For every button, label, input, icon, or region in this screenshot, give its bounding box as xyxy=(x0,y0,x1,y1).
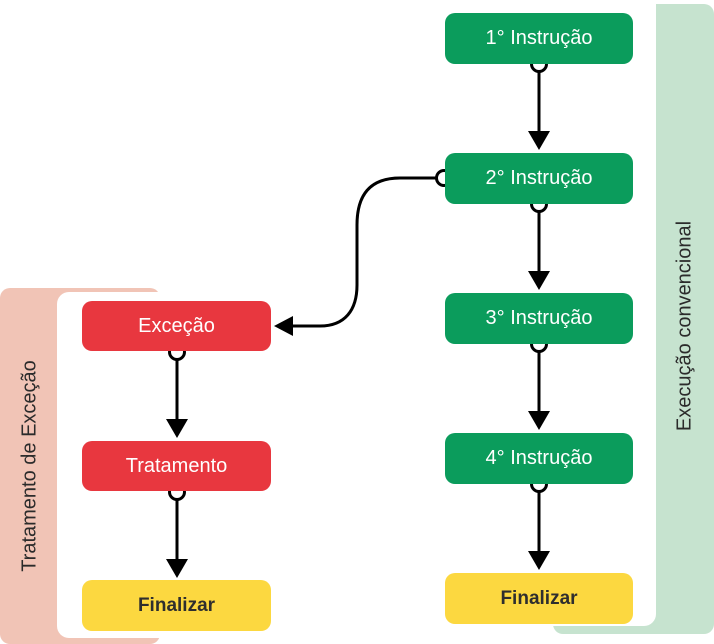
node-instruction-1: 1° Instrução xyxy=(445,13,633,64)
node-finalize-exception: Finalizar xyxy=(82,580,271,631)
node-instruction-3: 3° Instrução xyxy=(445,293,633,344)
edge-1-2 xyxy=(528,55,550,150)
edge-2-3 xyxy=(528,195,550,290)
node-exception: Exceção xyxy=(82,301,271,351)
edge-3-4 xyxy=(528,335,550,430)
edge-exception-handling xyxy=(166,343,188,438)
edge-handling-end xyxy=(166,483,188,578)
edge-branch-exception xyxy=(274,169,453,336)
node-instruction-4: 4° Instrução xyxy=(445,433,633,484)
node-instruction-2: 2° Instrução xyxy=(445,153,633,204)
node-handling: Tratamento xyxy=(82,441,271,491)
node-finalize-normal: Finalizar xyxy=(445,573,633,624)
edge-4-end xyxy=(528,475,550,570)
